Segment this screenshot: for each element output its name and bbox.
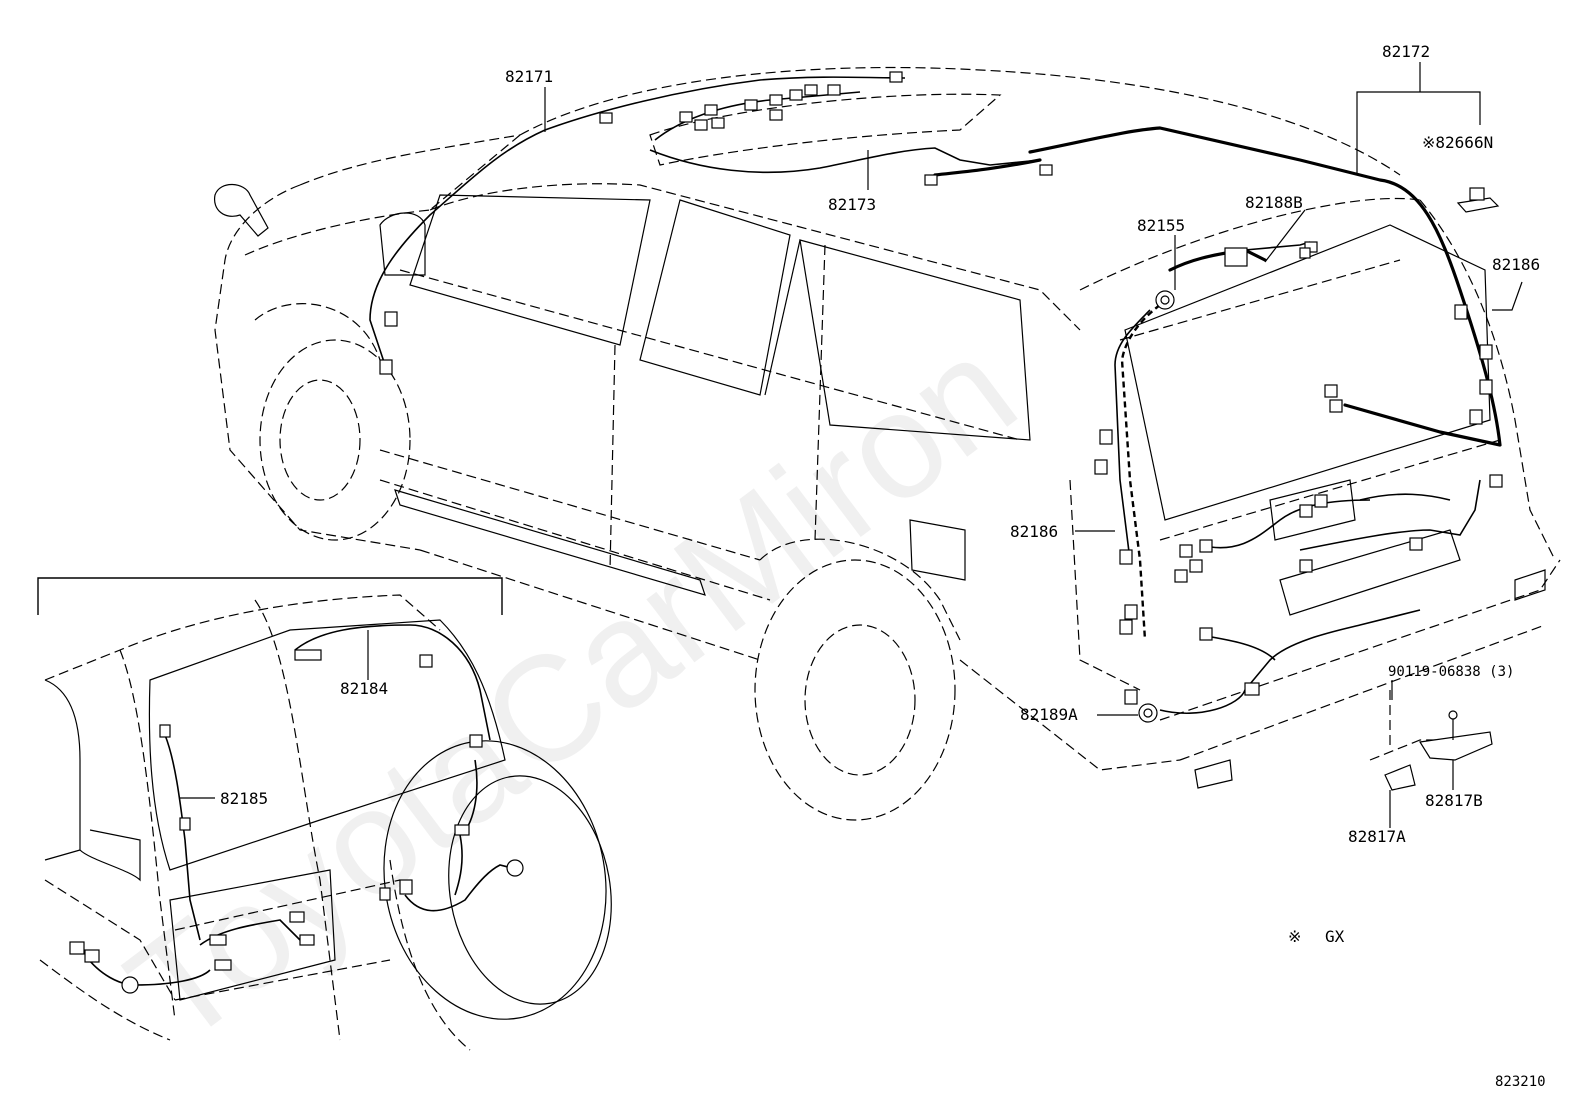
bracket-parts — [1369, 690, 1493, 791]
inset-back-door — [37, 577, 612, 1051]
label-82185: 82185 — [220, 789, 268, 808]
leader-lines — [544, 62, 1523, 828]
label-82666n: ※82666N — [1422, 133, 1493, 152]
switch-82666n-part — [1456, 187, 1500, 213]
label-82817b: 82817B — [1425, 791, 1483, 810]
label-82155: 82155 — [1137, 216, 1185, 235]
legend-mark: ※ — [1288, 927, 1301, 946]
connectors — [379, 71, 1503, 723]
label-82188b: 82188B — [1245, 193, 1303, 212]
label-90119-06838: 90119-06838 (3) — [1388, 664, 1514, 680]
label-82817a: 82817A — [1348, 827, 1406, 846]
label-82186-right: 82186 — [1492, 255, 1540, 274]
label-82173: 82173 — [828, 195, 876, 214]
part-labels: 82171 82172 ※82666N 82173 82188B 82155 8… — [220, 42, 1546, 1090]
watermark: ToyotaCarMiron — [98, 304, 1045, 1075]
legend-text: GX — [1325, 927, 1345, 946]
label-82171: 82171 — [505, 67, 553, 86]
label-82186-mid: 82186 — [1010, 522, 1058, 541]
label-82172: 82172 — [1382, 42, 1430, 61]
vehicle-body — [213, 66, 1561, 821]
label-82184: 82184 — [340, 679, 388, 698]
figure-code: 823210 — [1495, 1074, 1546, 1090]
label-82189a: 82189A — [1020, 705, 1078, 724]
